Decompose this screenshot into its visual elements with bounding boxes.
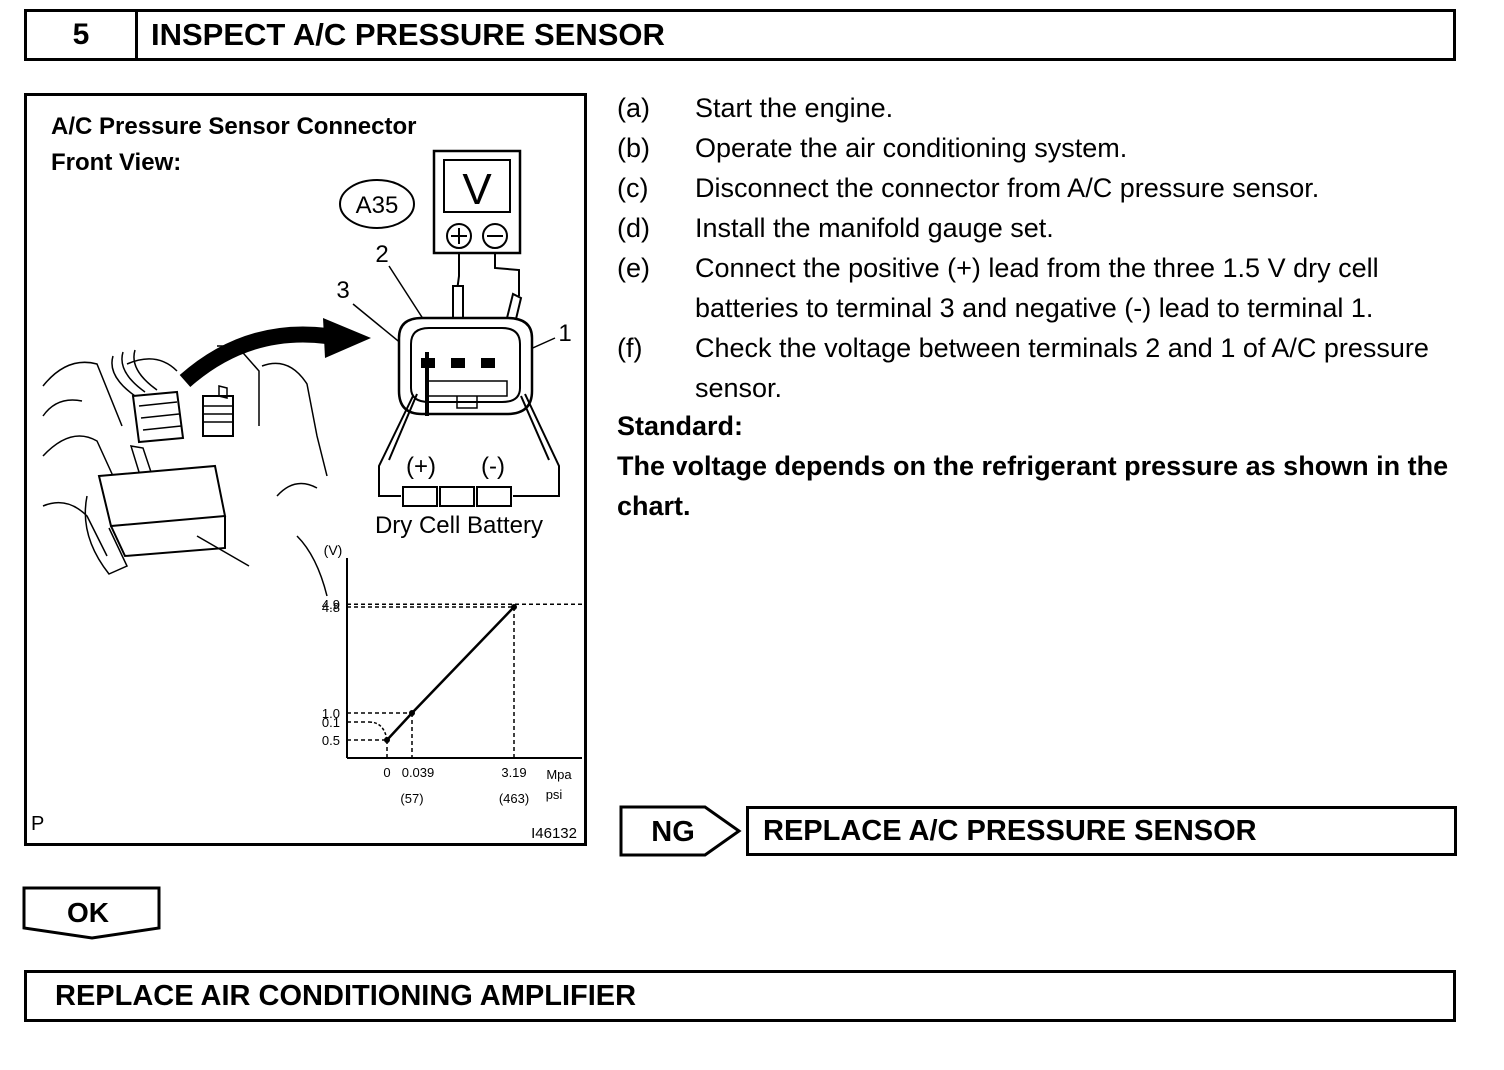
figure-svg: A/C Pressure Sensor Connector Front View… <box>31 113 582 842</box>
chart-y-tick-label: 1.0 <box>322 706 340 721</box>
figure-title-line2: Front View: <box>51 149 181 176</box>
chart-x-label-secondary: psi <box>546 787 563 802</box>
figure-id: I46132 <box>531 825 577 842</box>
battery-neg-label: (-) <box>481 453 505 480</box>
chart-x-tick-label: 0 <box>383 765 390 780</box>
ng-arrow[interactable]: NG <box>619 804 745 858</box>
chart-x-tick-label: 0.039 <box>402 765 435 780</box>
step-b: (b)Operate the air conditioning system. <box>617 133 1128 163</box>
chart-point <box>408 710 415 716</box>
minus-terminal-icon <box>482 223 508 249</box>
figure-panel: A/C Pressure Sensor Connector Front View… <box>24 93 587 846</box>
standard-text: The voltage depends on the refrigerant p… <box>617 451 1449 521</box>
chart-x-tick-label-secondary: (57) <box>400 791 423 806</box>
terminal-label-3: 3 <box>336 277 349 304</box>
standard-block: Standard: The voltage depends on the ref… <box>617 406 1467 526</box>
chart-point <box>384 737 390 743</box>
step-e: (e)Connect the positive (+) lead from th… <box>617 253 1379 323</box>
final-action: REPLACE AIR CONDITIONING AMPLIFIER <box>24 970 1456 1022</box>
battery-pos-label: (+) <box>406 453 436 480</box>
chart-y-label: (V) <box>324 542 343 558</box>
direction-arrow <box>179 318 371 388</box>
chart-x-tick-label-secondary: (463) <box>499 791 529 806</box>
chart-y-tick-label: 0.1 <box>322 715 340 730</box>
chart-series-line <box>386 606 515 741</box>
corner-letter: P <box>31 813 44 835</box>
step-d: (d)Install the manifold gauge set. <box>617 213 1054 243</box>
ng-label: NG <box>651 816 695 848</box>
standard-label: Standard: <box>617 411 744 441</box>
connector-id-badge: A35 <box>339 179 415 229</box>
chart-low-curve <box>368 721 388 741</box>
sensor-connector-icon <box>397 316 534 416</box>
step-a: (a)Start the engine. <box>617 93 894 123</box>
voltmeter-icon: V <box>432 149 522 255</box>
ok-label: OK <box>67 897 109 928</box>
ok-arrow[interactable]: OK <box>22 886 162 942</box>
chart-y-tick-label: 0.5 <box>322 733 340 748</box>
figure-title-line1: A/C Pressure Sensor Connector <box>51 113 416 140</box>
dry-cell-battery-icon <box>402 486 512 507</box>
step-f: (f)Check the voltage between terminals 2… <box>617 333 1429 403</box>
chart-x-label-primary: Mpa <box>546 767 572 782</box>
chart-point <box>511 604 517 610</box>
connector-id: A35 <box>356 192 399 219</box>
step-title: INSPECT A/C PRESSURE SENSOR <box>135 9 1456 61</box>
ng-action: REPLACE A/C PRESSURE SENSOR <box>746 806 1457 856</box>
chart-y-tick-label: 4.9 <box>322 597 340 612</box>
step-number: 5 <box>24 9 138 61</box>
engine-bay-illustration <box>42 345 328 597</box>
plus-terminal-icon <box>446 223 472 249</box>
terminal-label-2: 2 <box>375 241 388 268</box>
chart-y-tick-label: 4.8 <box>322 600 340 615</box>
meter-symbol: V <box>462 165 492 214</box>
step-c: (c)Disconnect the connector from A/C pre… <box>617 173 1320 203</box>
terminal-label-1: 1 <box>558 320 571 347</box>
chart-x-tick-label: 3.19 <box>501 765 526 780</box>
procedure-steps: (a)Start the engine. (b)Operate the air … <box>617 88 1467 408</box>
battery-label: Dry Cell Battery <box>375 512 543 539</box>
voltage-pressure-chart: (V) 4.94.8 1.0 0.5 0.1 0 0.039 3.19 (57) (463) Mpa… <box>322 542 582 806</box>
